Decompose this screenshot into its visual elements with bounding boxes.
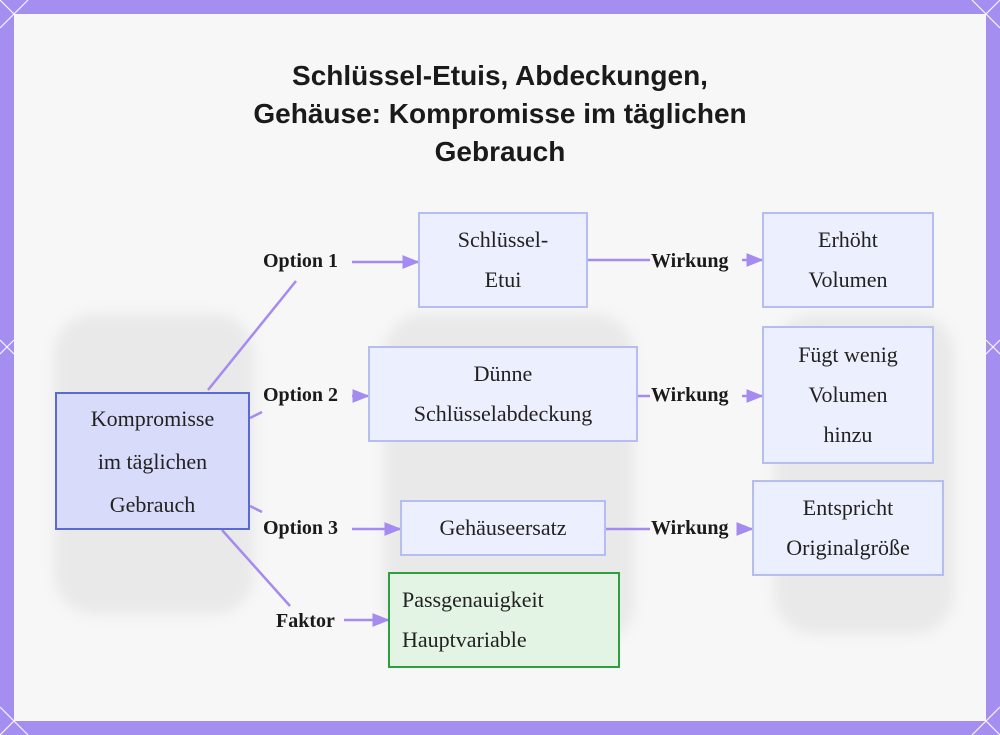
node-text: Schlüssel-	[420, 220, 586, 260]
node-text: Etui	[420, 260, 586, 300]
node-adds-little-volume: Fügt wenig Volumen hinzu	[762, 326, 934, 464]
edge-label-option-1: Option 1	[263, 250, 338, 273]
title-line: Gebrauch	[150, 133, 850, 171]
edge-root-option2	[250, 412, 262, 418]
node-text: Originalgröße	[754, 528, 942, 568]
node-key-case: Schlüssel- Etui	[418, 212, 588, 308]
node-tradeoffs: Kompromisse im täglichen Gebrauch	[55, 392, 250, 530]
edge-label-effect-2: Wirkung	[651, 384, 728, 407]
edge-label-option-2: Option 2	[263, 384, 338, 407]
edge-root-factor	[222, 530, 290, 606]
node-text: Gehäuseersatz	[402, 508, 604, 548]
edge-label-effect-1: Wirkung	[651, 250, 728, 273]
node-text: Passgenauigkeit	[402, 580, 618, 620]
title-line: Schlüssel-Etuis, Abdeckungen,	[150, 57, 850, 95]
edge-root-option3	[250, 506, 262, 512]
diagram-title: Schlüssel-Etuis, Abdeckungen, Gehäuse: K…	[150, 57, 850, 171]
edge-label-effect-3: Wirkung	[651, 517, 728, 540]
node-text: im täglichen	[57, 440, 248, 483]
title-line: Gehäuse: Kompromisse im täglichen	[150, 95, 850, 133]
node-text: Kompromisse	[57, 397, 248, 440]
node-matches-original-size: Entspricht Originalgröße	[752, 480, 944, 576]
node-text: Volumen	[764, 260, 932, 300]
node-fit-main-variable: Passgenauigkeit Hauptvariable	[388, 572, 620, 668]
node-thin-cover: Dünne Schlüsselabdeckung	[368, 346, 638, 442]
node-text: Volumen	[764, 375, 932, 415]
edge-root-option1	[208, 281, 296, 390]
node-text: hinzu	[764, 415, 932, 455]
node-text: Erhöht	[764, 220, 932, 260]
edge-label-option-3: Option 3	[263, 517, 338, 540]
node-text: Fügt wenig	[764, 335, 932, 375]
node-text: Hauptvariable	[402, 620, 618, 660]
node-shell-replacement: Gehäuseersatz	[400, 500, 606, 556]
node-text: Entspricht	[754, 488, 942, 528]
node-increases-volume: Erhöht Volumen	[762, 212, 934, 308]
node-text: Gebrauch	[57, 483, 248, 526]
node-text: Schlüsselabdeckung	[370, 394, 636, 434]
edge-label-factor: Faktor	[276, 610, 335, 633]
node-text: Dünne	[370, 354, 636, 394]
